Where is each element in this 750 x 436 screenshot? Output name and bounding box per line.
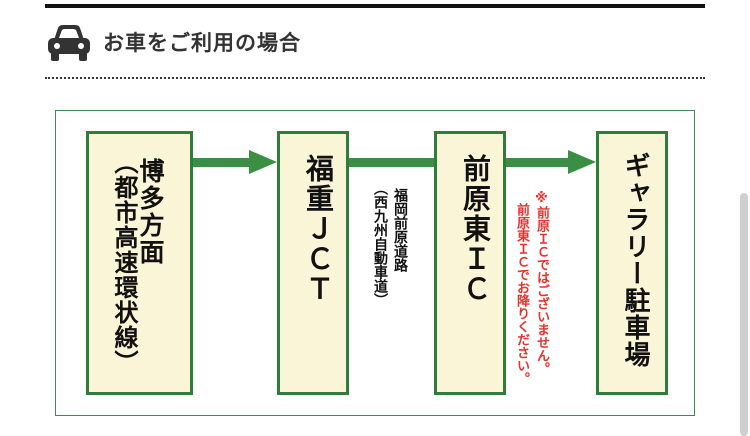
road-sublabel: （西九州自動車道） — [372, 181, 388, 307]
section-header: お車をご利用の場合 — [45, 20, 705, 64]
route-diagram: 博多方面 （都市高速環状線） 福重ＪＣＴ 福岡前原道路 （西九州自動車道） 前原… — [55, 110, 695, 416]
road-name: 福岡前原道路 — [392, 188, 408, 272]
ic-label: 前原東ＩＣ — [459, 154, 492, 304]
arrow-head-3 — [568, 150, 596, 174]
arrow-head-1 — [249, 150, 277, 174]
scrollbar[interactable] — [740, 193, 748, 436]
start-label: 博多方面 — [136, 158, 165, 266]
exit-instruction: 前原東ＩＣでお降りください。 — [514, 203, 529, 385]
start-sublabel: （都市高速環状線） — [110, 150, 138, 375]
route-box-start: 博多方面 （都市高速環状線） — [86, 131, 193, 395]
dotted-divider — [45, 77, 705, 79]
route-box-ic: 前原東ＩＣ — [434, 131, 506, 395]
car-icon — [48, 25, 90, 61]
jct-label: 福重ＪＣＴ — [302, 154, 335, 304]
arrow-line-1 — [193, 158, 249, 167]
route-box-jct: 福重ＪＣＴ — [277, 131, 349, 395]
destination-label: ギャラリー駐車場 — [620, 152, 650, 368]
arrow-line-3 — [506, 158, 568, 167]
route-box-destination: ギャラリー駐車場 — [596, 131, 668, 395]
top-rule — [45, 4, 705, 8]
exit-warning: ※前原ＩＣではございません。 — [534, 191, 549, 375]
section-title: お車をご利用の場合 — [103, 31, 301, 55]
arrow-line-2 — [349, 158, 434, 167]
